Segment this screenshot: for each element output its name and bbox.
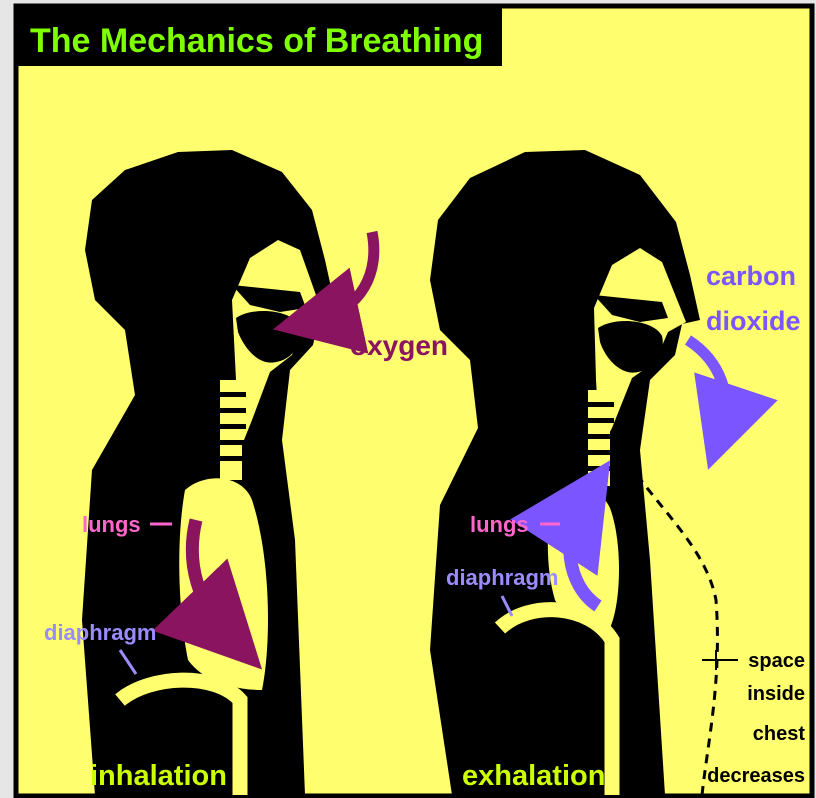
right-lungs-label: lungs [470, 512, 529, 537]
right-diaphragm-label: diaphragm [446, 565, 558, 590]
exhalation-caption: exhalation [462, 760, 605, 792]
inhalation-caption: inhalation [90, 760, 227, 792]
space-note-line-1: space [748, 650, 805, 672]
carbon-label: carbon [706, 261, 796, 291]
space-note-line-2: inside [747, 683, 805, 705]
diagram-title: The Mechanics of Breathing [30, 22, 483, 60]
oxygen-label: oxygen [350, 330, 448, 361]
space-note-line-4: decreases [707, 765, 805, 787]
left-diaphragm-label: diaphragm [44, 620, 156, 645]
dioxide-label: dioxide [706, 306, 801, 336]
left-lungs-label: lungs [82, 512, 141, 537]
space-note-line-3: chest [753, 723, 806, 745]
